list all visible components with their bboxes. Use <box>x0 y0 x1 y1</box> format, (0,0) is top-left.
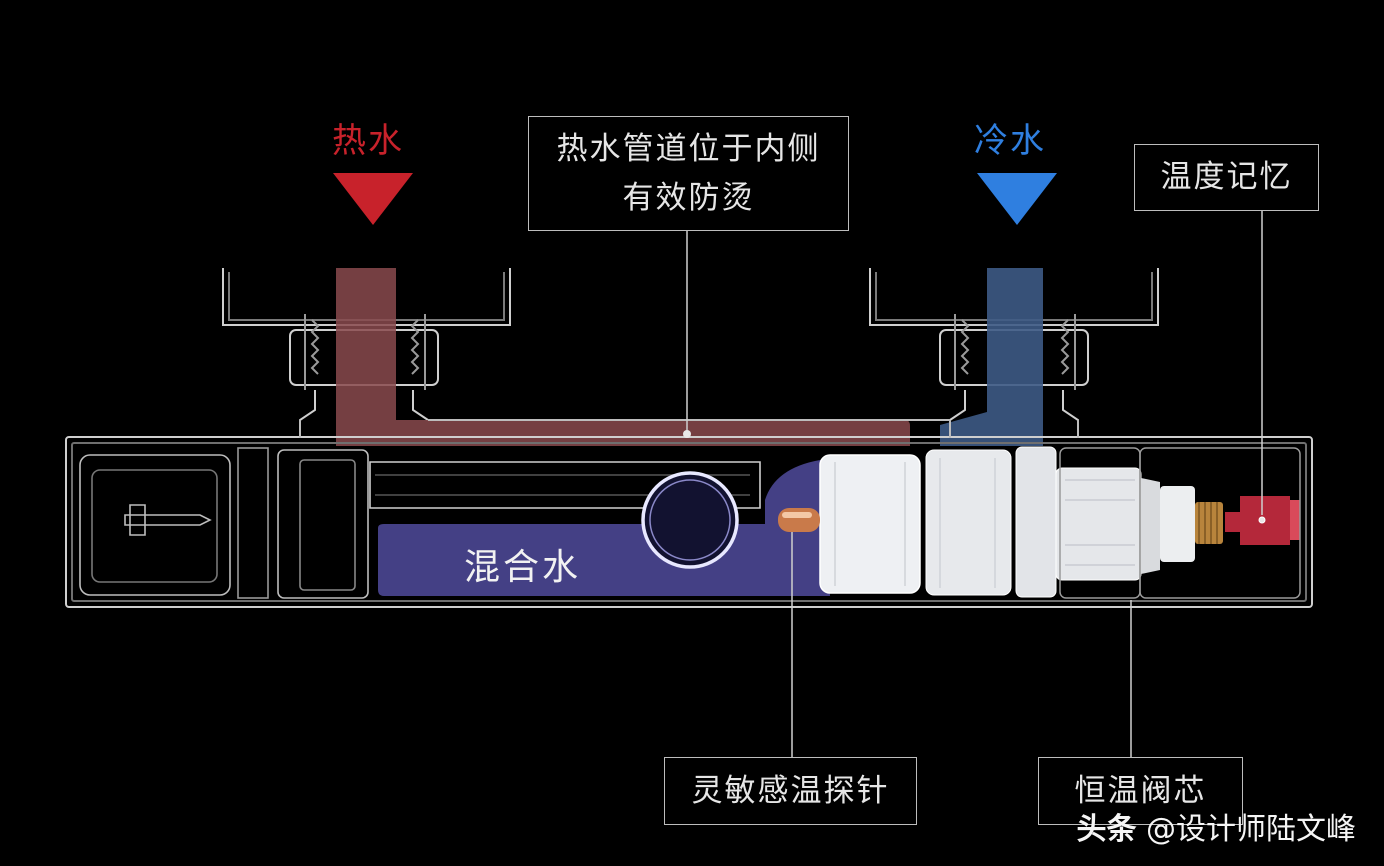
cold-water-label: 冷水 <box>974 121 1046 161</box>
cartridge-label: 恒温阀芯 <box>1074 772 1207 809</box>
watermark: 头条 @设计师陆文峰 <box>1076 804 1356 848</box>
hot-pipe-callout: 热水管道位于内侧 有效防烫 <box>528 116 849 231</box>
callout-dots <box>683 430 1265 523</box>
cartridge-callout: 恒温阀芯 <box>1038 757 1243 825</box>
cold-water-arrow <box>977 173 1057 225</box>
sensor-probe-label: 灵敏感温探针 <box>691 772 890 809</box>
watermark-platform: 头条 <box>1076 812 1137 847</box>
right-internal-parts <box>1059 447 1301 599</box>
mixed-water-chamber <box>378 460 830 596</box>
hot-water-label: 热水 <box>332 121 404 161</box>
temp-memory-label: 温度记忆 <box>1160 159 1293 196</box>
hot-pipe-callout-line1: 热水管道位于内侧 <box>556 131 821 168</box>
sensor-probe-callout: 灵敏感温探针 <box>664 757 917 825</box>
hot-water-pipe <box>336 268 910 446</box>
temp-memory-callout: 温度记忆 <box>1134 144 1319 211</box>
hot-pipe-callout-line2: 有效防烫 <box>622 179 755 216</box>
mixed-water-label: 混合水 <box>464 547 582 588</box>
callout-lines <box>686 210 1263 758</box>
thermostatic-cartridge <box>819 446 1300 598</box>
cold-water-pipe <box>940 268 1043 446</box>
watermark-author: @设计师陆文峰 <box>1146 812 1356 847</box>
hot-water-arrow <box>333 173 413 225</box>
outlet-ring <box>641 471 739 569</box>
sensor-probe <box>778 508 820 532</box>
